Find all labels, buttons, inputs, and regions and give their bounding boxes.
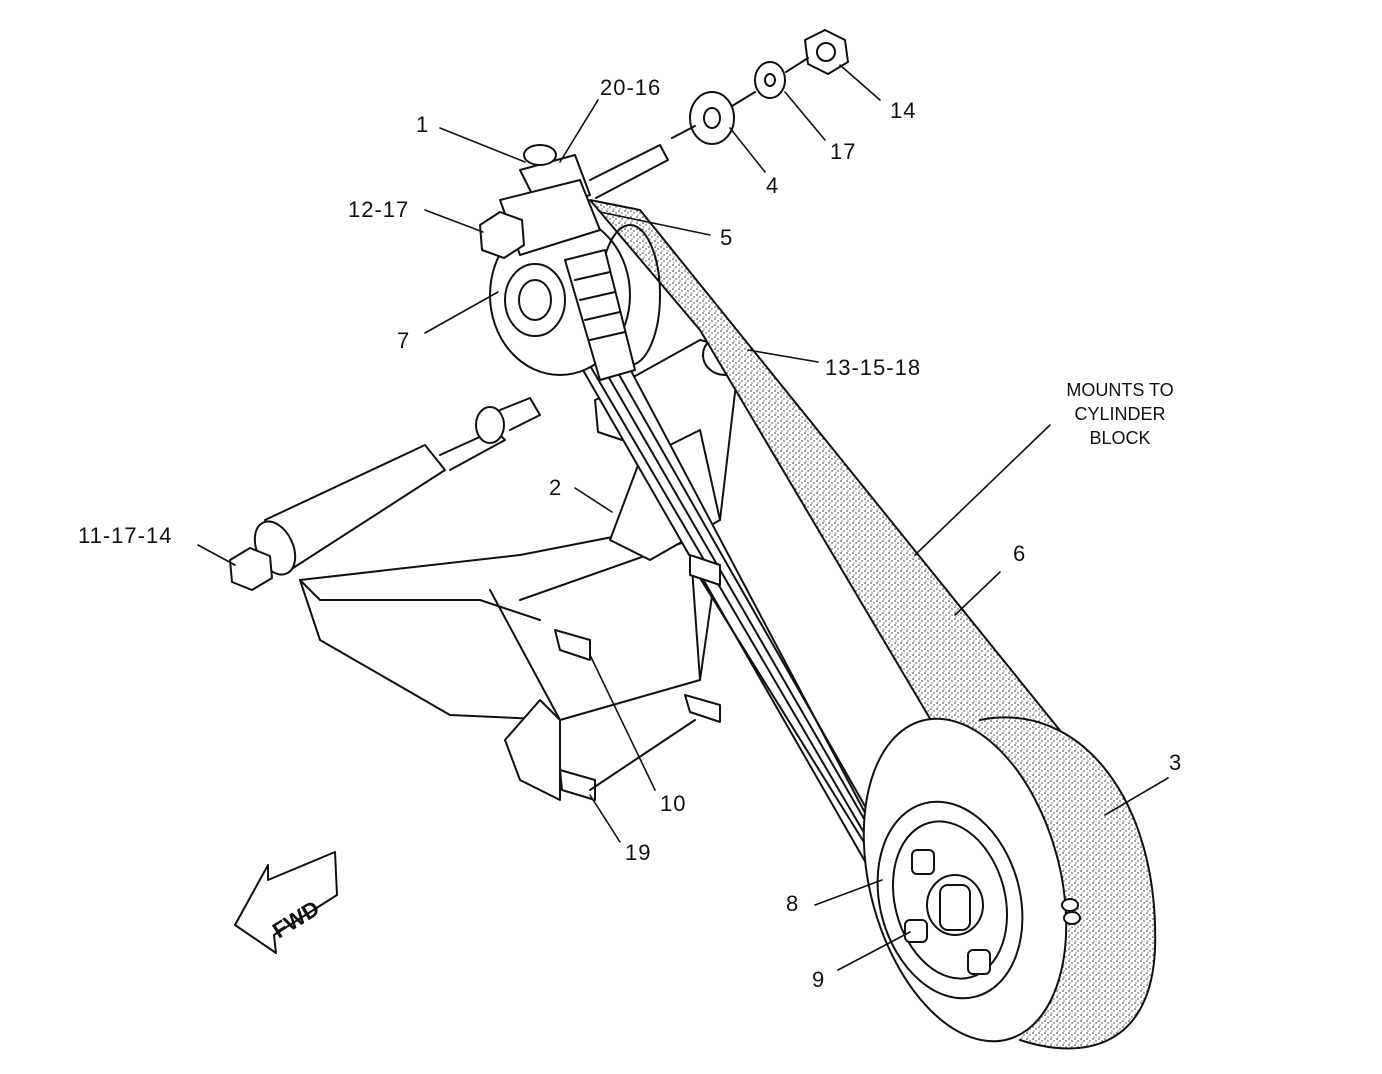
callout-2: 2	[549, 475, 563, 500]
fwd-arrow-icon	[234, 851, 338, 954]
callout-14: 14	[890, 98, 917, 123]
drive-belt	[559, 199, 1101, 871]
callout-11-17-14: 11-17-14	[78, 523, 173, 548]
note-line-2: CYLINDER	[1074, 404, 1166, 424]
callout-20-16: 20-16	[600, 75, 662, 100]
callout-17: 17	[830, 139, 857, 164]
callout-6: 6	[1013, 541, 1027, 566]
callout-19: 19	[625, 840, 652, 865]
note-line-1: MOUNTS TO	[1066, 380, 1174, 400]
callout-5: 5	[720, 225, 734, 250]
callout-1: 1	[416, 112, 430, 137]
callout-12-17: 12-17	[348, 197, 410, 222]
callout-10: 10	[660, 791, 687, 816]
crankshaft-pulley	[862, 716, 1157, 1050]
leader-lines	[197, 64, 1169, 971]
studs	[554, 554, 721, 801]
callout-13-15-18: 13-15-18	[825, 355, 922, 380]
mounting-bracket	[299, 519, 721, 801]
callout-9: 9	[812, 967, 826, 992]
callout-4: 4	[766, 173, 780, 198]
washer-17	[754, 61, 786, 99]
washer-4	[689, 91, 735, 145]
mounts-to-cylinder-block-note: MOUNTS TO CYLINDER BLOCK	[1050, 378, 1190, 450]
nut-14	[804, 29, 849, 75]
callout-8: 8	[786, 891, 800, 916]
callout-7: 7	[397, 328, 411, 353]
adjusting-screw	[479, 144, 669, 381]
callout-3: 3	[1169, 750, 1183, 775]
damper-cylinder	[229, 397, 541, 591]
note-line-3: BLOCK	[1089, 428, 1151, 448]
